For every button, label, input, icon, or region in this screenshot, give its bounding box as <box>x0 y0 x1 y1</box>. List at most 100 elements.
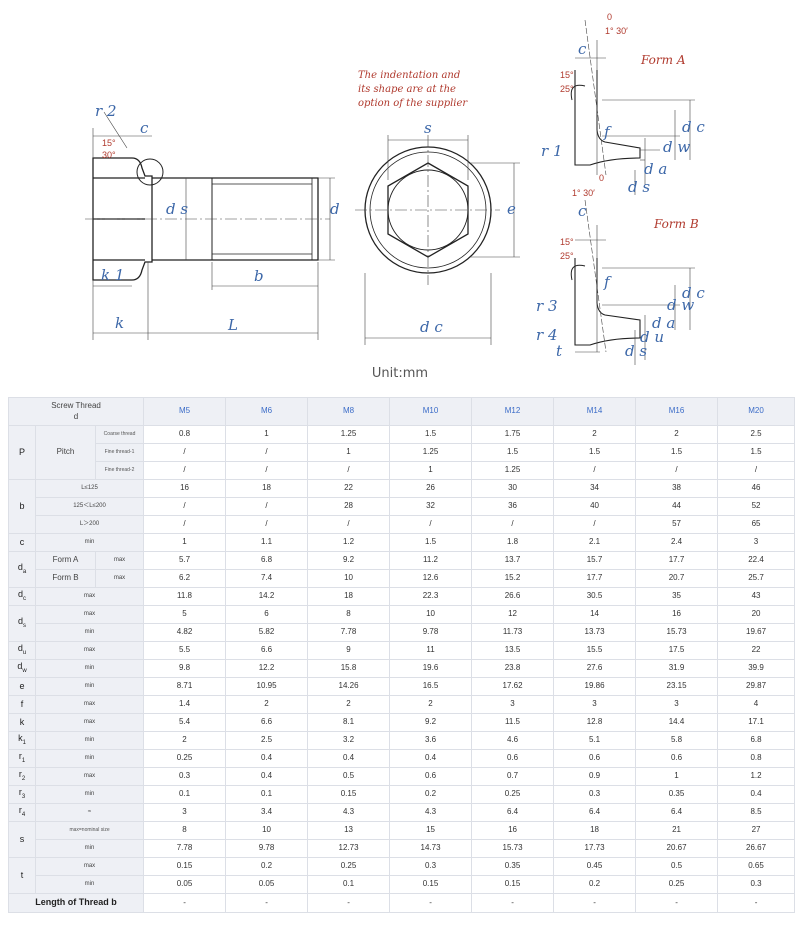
row-label-b: b <box>8 479 36 534</box>
value-cell: 15.73 <box>635 623 719 642</box>
value-cell: 11.73 <box>471 623 555 642</box>
value-cell: 2 <box>225 695 309 714</box>
value-cell: 14 <box>553 605 637 624</box>
row-label-e: e <box>8 677 36 696</box>
value-cell: 0.15 <box>471 875 555 894</box>
value-cell: 7.78 <box>143 839 227 858</box>
value-cell: / <box>307 515 391 534</box>
value-cell: 1 <box>307 443 391 462</box>
row-label-thread-length-text: Length of Thread b <box>35 897 117 908</box>
row-thread-length: Length of Thread b-------- <box>7 893 796 913</box>
row-sub-c: min <box>34 533 145 552</box>
value-cell: 0.25 <box>471 785 555 804</box>
row-sub-r3: min <box>34 785 145 804</box>
value-cell: 13.7 <box>471 551 555 570</box>
value-cell: - <box>471 893 555 913</box>
row-sub-du-text: max <box>83 647 96 654</box>
angle-b: 1° 30′ <box>572 188 595 198</box>
value-cell: 2.5 <box>717 425 796 444</box>
value-cell: / <box>225 515 309 534</box>
label-s: s <box>424 119 432 137</box>
value-cell: 0.3 <box>143 767 227 786</box>
row-label-c: c <box>8 533 36 552</box>
row-sub-b3-text: L＞200 <box>79 521 100 528</box>
row-label-ds-subscript: s <box>23 623 26 630</box>
value-cell: 17.73 <box>553 839 637 858</box>
row-label-c-text: c <box>19 536 25 547</box>
value-cell: 14.26 <box>307 677 391 696</box>
row-label-f: f <box>8 695 36 714</box>
value-cell: / <box>225 461 309 480</box>
value-cell: 0.05 <box>225 875 309 894</box>
value-cell: / <box>553 461 637 480</box>
row-label-r2: r2 <box>8 767 36 786</box>
label-k: k <box>115 314 124 332</box>
value-cell: / <box>307 461 391 480</box>
value-cell: 0.4 <box>225 749 309 768</box>
value-cell: 44 <box>635 497 719 516</box>
value-cell: 3.2 <box>307 731 391 750</box>
row-sub-k1-text: min <box>84 737 95 744</box>
value-cell: 29.87 <box>717 677 796 696</box>
header-corner-line1: Screw Thread <box>51 401 101 411</box>
row-sub-du: max <box>34 641 145 660</box>
unit-label: Unit:mm <box>371 366 429 381</box>
value-cell: 65 <box>717 515 796 534</box>
row-sub-t-min-text: min <box>84 881 95 888</box>
value-cell: / <box>553 515 637 534</box>
value-cell: 0.8 <box>143 425 227 444</box>
row-sub-coarse-text: Coarse thread <box>103 430 136 437</box>
row-label-r3-text: r <box>18 787 22 798</box>
value-cell: 0.2 <box>225 857 309 876</box>
value-cell: 2 <box>143 731 227 750</box>
value-cell: 3 <box>553 695 637 714</box>
label-r1: r 1 <box>541 142 562 160</box>
value-cell: - <box>307 893 391 913</box>
value-cell: 15.8 <box>307 659 391 678</box>
value-cell: / <box>143 515 227 534</box>
row-sub-r1: min <box>34 749 145 768</box>
value-cell: 11.5 <box>471 713 555 732</box>
row-label-r3-subscript: 3 <box>21 794 26 801</box>
row-label-ds-text: d <box>17 616 23 627</box>
row-label-da-text: d <box>17 562 23 573</box>
value-cell: 20 <box>717 605 796 624</box>
row-sub-ds-min: min <box>34 623 145 642</box>
bolt-head-outline <box>92 157 153 281</box>
value-cell: 6.8 <box>717 731 796 750</box>
value-cell: 10 <box>307 569 391 588</box>
value-cell: 1.25 <box>307 425 391 444</box>
value-cell: / <box>717 461 796 480</box>
angle-25-a: 25° <box>560 84 574 94</box>
value-cell: 12.8 <box>553 713 637 732</box>
row-sub-r2-text: max <box>83 773 96 780</box>
value-cell: - <box>717 893 796 913</box>
value-cell: 31.9 <box>635 659 719 678</box>
row-label-dc-text: d <box>17 589 23 600</box>
note-line-2: its shape are at the <box>358 84 456 95</box>
value-cell: / <box>635 461 719 480</box>
value-cell: 52 <box>717 497 796 516</box>
label-L: L <box>227 316 238 334</box>
value-cell: 14.2 <box>225 587 309 606</box>
value-cell: 13.5 <box>471 641 555 660</box>
value-cell: 2 <box>307 695 391 714</box>
value-cell: 38 <box>635 479 719 498</box>
size-header-m5: M5 <box>143 397 227 426</box>
row-label-b-text: b <box>19 500 25 511</box>
value-cell: - <box>635 893 719 913</box>
row-sub-dw: min <box>34 659 145 678</box>
row-sub-k1: min <box>34 731 145 750</box>
technical-drawing: The indentation and its shape are at the… <box>85 12 705 365</box>
value-cell: 16.5 <box>389 677 473 696</box>
value-cell: 15.2 <box>471 569 555 588</box>
header-corner-line2: d <box>73 411 79 421</box>
value-cell: 0.4 <box>389 749 473 768</box>
value-cell: 2 <box>389 695 473 714</box>
value-cell: 39.9 <box>717 659 796 678</box>
